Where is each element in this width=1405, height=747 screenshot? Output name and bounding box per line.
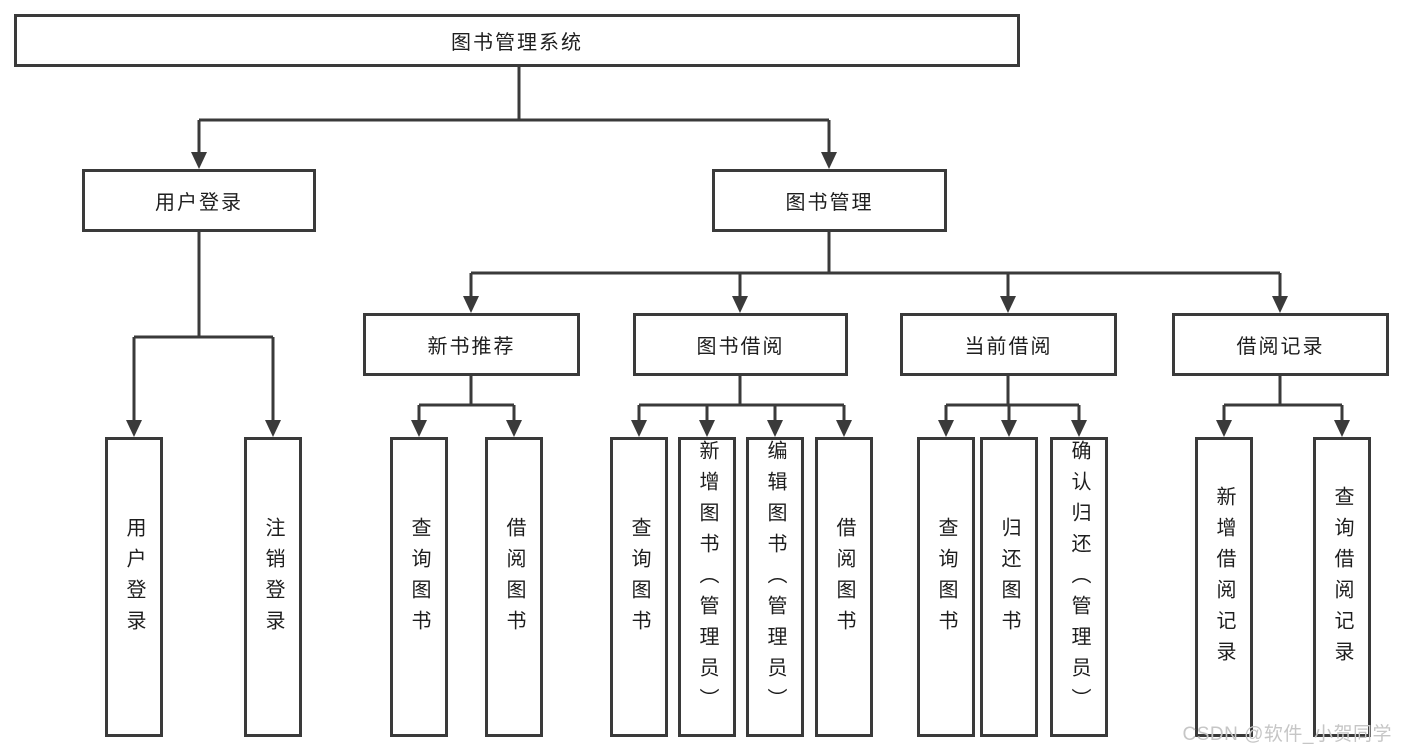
node-label: 查询图书 — [628, 517, 650, 641]
node-root-system: 图书管理系统 — [14, 14, 1020, 67]
node-label: 查询图书 — [935, 517, 957, 641]
leaf-br-query-record: 查询借阅记录 — [1313, 437, 1371, 737]
node-label: 归还图书 — [998, 517, 1020, 641]
node-label: 确认归还（管理员） — [1068, 440, 1090, 719]
node-label: 编辑图书（管理员） — [764, 440, 786, 719]
node-book-management: 图书管理 — [712, 169, 947, 232]
node-label: 注销登录 — [262, 517, 284, 641]
leaf-nb-query-books: 查询图书 — [390, 437, 448, 737]
node-label: 新书推荐 — [427, 336, 516, 358]
node-current-borrow: 当前借阅 — [900, 313, 1117, 376]
csdn-watermark: CSDN @软件_小贺同学 — [1182, 724, 1392, 745]
node-label: 借阅图书 — [833, 517, 855, 641]
node-label: 图书管理 — [785, 192, 874, 214]
leaf-bb-borrow-books: 借阅图书 — [815, 437, 873, 737]
node-label: 用户登录 — [123, 517, 145, 641]
arrowheads — [126, 152, 1350, 437]
leaf-br-add-record: 新增借阅记录 — [1195, 437, 1253, 737]
node-label: 图书管理系统 — [451, 32, 583, 54]
leaf-bb-query-books: 查询图书 — [610, 437, 668, 737]
node-label: 新增图书（管理员） — [696, 440, 718, 719]
leaf-user-login: 用户登录 — [105, 437, 163, 737]
leaf-cb-query-books: 查询图书 — [917, 437, 975, 737]
leaf-nb-borrow-books: 借阅图书 — [485, 437, 543, 737]
node-label: 图书借阅 — [696, 336, 785, 358]
leaf-bb-add-books-admin: 新增图书（管理员） — [678, 437, 736, 737]
node-book-borrow: 图书借阅 — [633, 313, 848, 376]
node-label: 查询借阅记录 — [1331, 486, 1353, 672]
node-label: 借阅记录 — [1236, 336, 1325, 358]
node-label: 用户登录 — [155, 192, 243, 214]
leaf-cb-confirm-return-admin: 确认归还（管理员） — [1050, 437, 1108, 737]
node-label: 新增借阅记录 — [1213, 486, 1235, 672]
node-label: 当前借阅 — [964, 336, 1053, 358]
node-user-login: 用户登录 — [82, 169, 316, 232]
node-label: 查询图书 — [408, 517, 430, 641]
node-borrow-records: 借阅记录 — [1172, 313, 1389, 376]
leaf-cb-return-books: 归还图书 — [980, 437, 1038, 737]
node-new-book-recommend: 新书推荐 — [363, 313, 580, 376]
node-label: 借阅图书 — [503, 517, 525, 641]
leaf-logout: 注销登录 — [244, 437, 302, 737]
leaf-bb-edit-books-admin: 编辑图书（管理员） — [746, 437, 804, 737]
